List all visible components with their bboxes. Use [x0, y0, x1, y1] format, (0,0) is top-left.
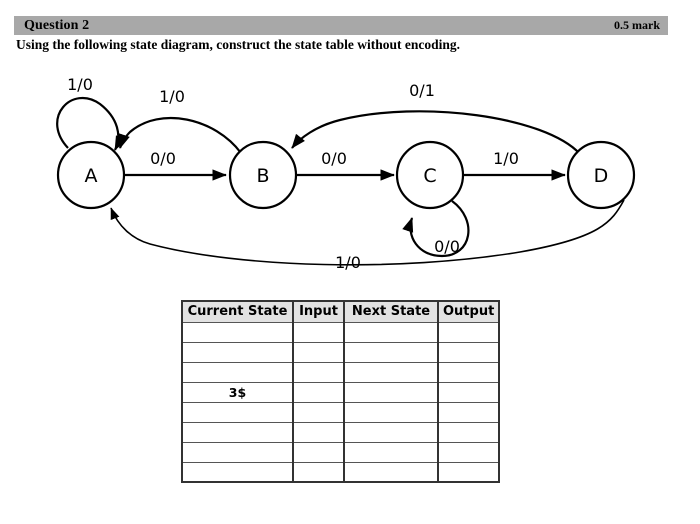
- cell-output[interactable]: [437, 341, 500, 363]
- state-node-c: C: [395, 140, 465, 210]
- cell-next-state[interactable]: [343, 381, 439, 403]
- cell-next-state[interactable]: [343, 401, 439, 423]
- table-row: [181, 361, 500, 383]
- cell-next-state[interactable]: [343, 341, 439, 363]
- cell-current-state[interactable]: [181, 441, 294, 463]
- table-row: [181, 321, 500, 343]
- cell-output[interactable]: [437, 381, 500, 403]
- state-node-b: B: [228, 140, 298, 210]
- column-header-output: Output: [437, 300, 500, 323]
- transition-a-to-a: [56, 97, 127, 151]
- state-node-a: A: [56, 140, 126, 210]
- table-row: [181, 341, 500, 363]
- question-title: Question 2: [24, 17, 90, 33]
- transition-b-to-a: [118, 117, 242, 154]
- cell-next-state[interactable]: [343, 321, 439, 343]
- cell-input[interactable]: [292, 461, 345, 483]
- table-row: [181, 421, 500, 443]
- state-label-d: D: [594, 165, 609, 187]
- state-label-c: C: [423, 165, 436, 187]
- table-row: [181, 461, 500, 483]
- cell-current-state[interactable]: [181, 361, 294, 383]
- cell-current-state[interactable]: [181, 421, 294, 443]
- cell-input[interactable]: [292, 421, 345, 443]
- transition-label-c-to-c: 0/0: [434, 237, 460, 256]
- column-header-input: Input: [292, 300, 345, 323]
- column-header-current-state: Current State: [181, 300, 294, 323]
- column-header-next-state: Next State: [343, 300, 439, 323]
- state-diagram: A B C D 1/0 1/0 0/0 0/0 1/0 0/1 0/0 1/0: [0, 60, 700, 285]
- cell-current-state[interactable]: [181, 321, 294, 343]
- table-header-row: Current State Input Next State Output: [181, 300, 500, 323]
- cell-current-state[interactable]: [181, 401, 294, 423]
- transition-c-to-c: [402, 200, 470, 258]
- cell-next-state[interactable]: [343, 461, 439, 483]
- state-table: Current State Input Next State Output: [181, 300, 501, 483]
- cell-output[interactable]: [437, 401, 500, 423]
- cell-next-state[interactable]: [343, 421, 439, 443]
- state-label-b: B: [256, 165, 269, 187]
- transition-d-to-c: [291, 110, 581, 155]
- cell-input[interactable]: [292, 341, 345, 363]
- cell-current-state[interactable]: [181, 341, 294, 363]
- cell-input[interactable]: [292, 381, 345, 403]
- transition-d-to-a: [110, 199, 625, 266]
- question-mark-value: 0.5 mark: [614, 18, 660, 32]
- table-row: [181, 401, 500, 423]
- cell-output[interactable]: [437, 421, 500, 443]
- state-label-a: A: [85, 165, 98, 187]
- state-table-container: Current State Input Next State Output: [181, 300, 501, 483]
- cell-output[interactable]: [437, 361, 500, 383]
- transition-label-d-to-a: 1/0: [335, 253, 361, 272]
- transition-label-b-to-a: 1/0: [159, 87, 185, 106]
- transition-label-a-to-a: 1/0: [67, 75, 93, 94]
- question-header-bar: Question 2 0.5 mark: [14, 16, 668, 35]
- cell-input[interactable]: [292, 441, 345, 463]
- cell-output[interactable]: [437, 441, 500, 463]
- cell-output[interactable]: [437, 321, 500, 343]
- table-row: 3$: [181, 381, 500, 403]
- cell-input[interactable]: [292, 321, 345, 343]
- cell-next-state[interactable]: [343, 361, 439, 383]
- cell-current-state[interactable]: 3$: [181, 381, 294, 403]
- transition-label-c-to-d: 1/0: [493, 149, 519, 168]
- question-instruction-text: Using the following state diagram, const…: [16, 37, 460, 52]
- transition-label-a-to-b: 0/0: [150, 149, 176, 168]
- cell-output[interactable]: [437, 461, 500, 483]
- state-node-d: D: [566, 140, 636, 210]
- transition-label-d-to-c: 0/1: [409, 81, 435, 100]
- transition-label-b-to-c: 0/0: [321, 149, 347, 168]
- table-row: [181, 441, 500, 463]
- cell-input[interactable]: [292, 401, 345, 423]
- cell-next-state[interactable]: [343, 441, 439, 463]
- cell-current-state[interactable]: [181, 461, 294, 483]
- cell-input[interactable]: [292, 361, 345, 383]
